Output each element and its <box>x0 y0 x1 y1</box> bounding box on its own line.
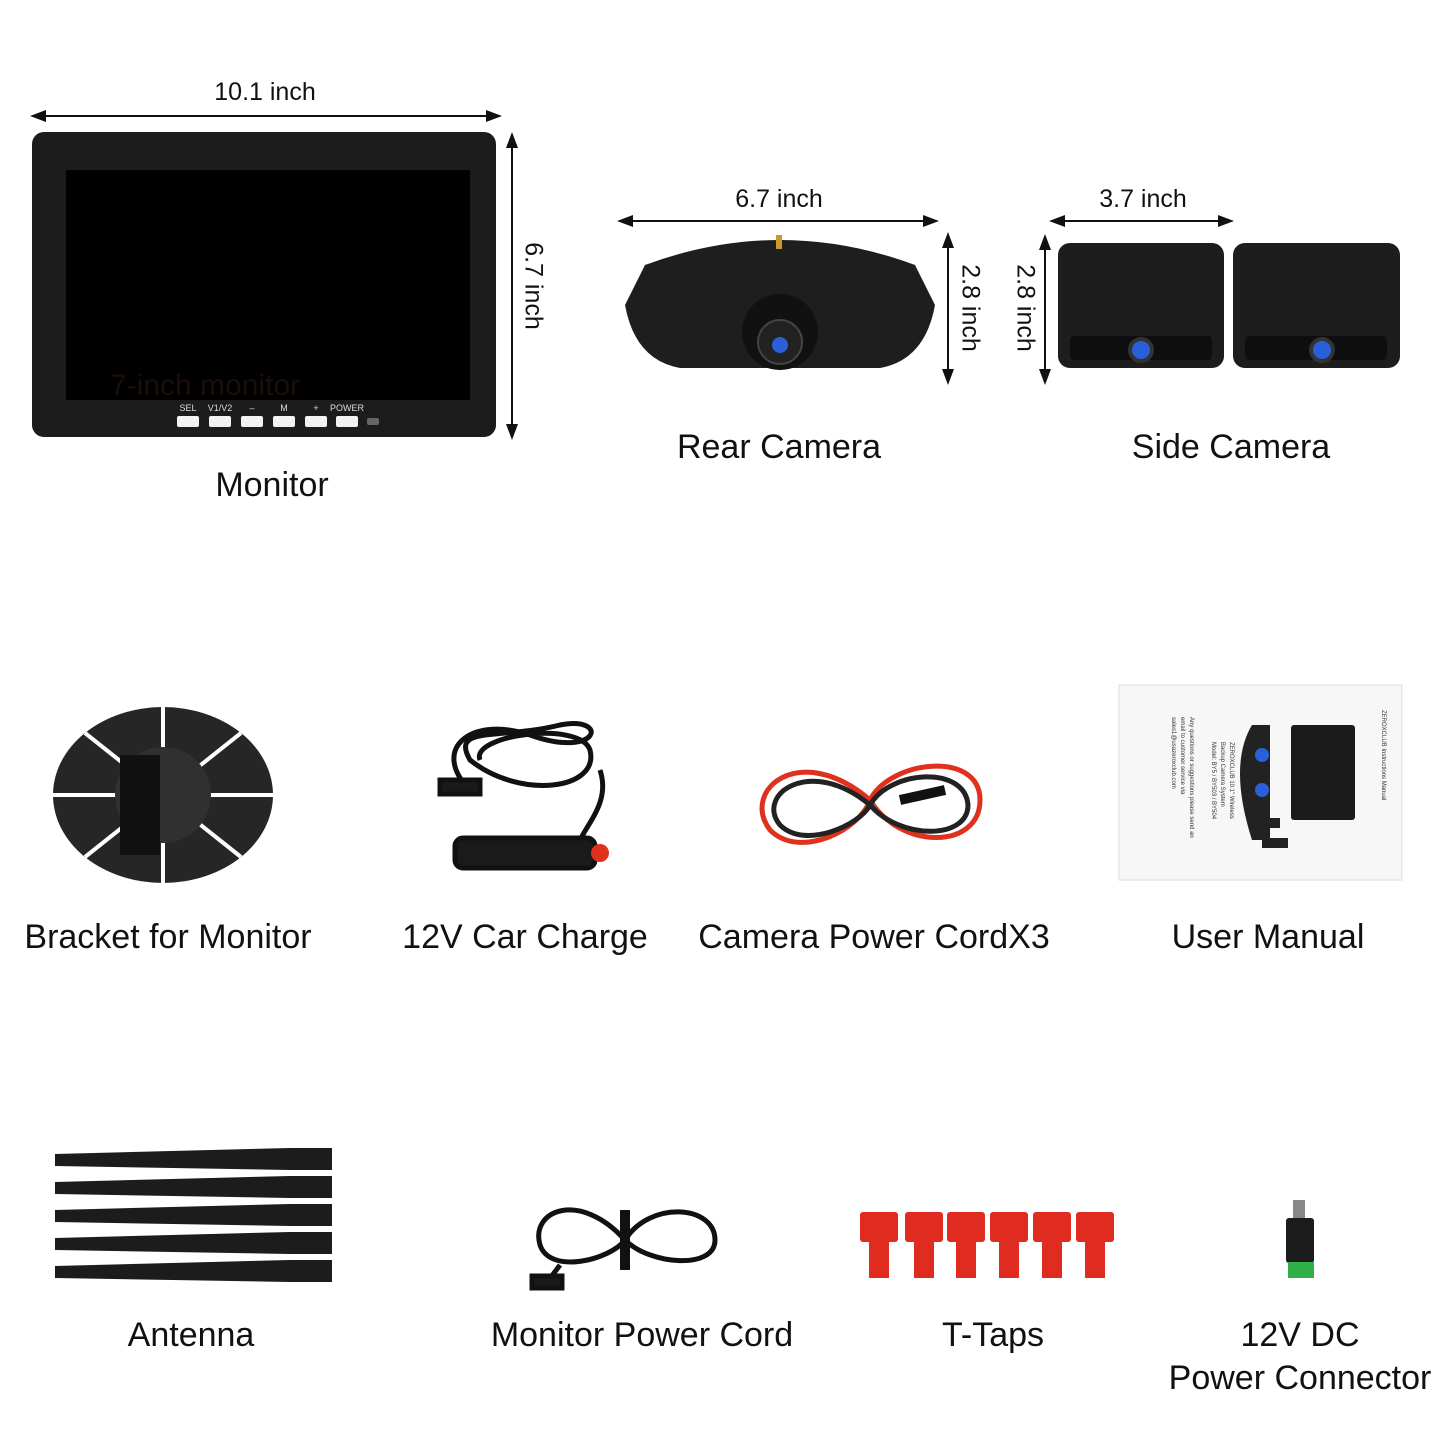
manual-header: ZEROXCLUB Instructions Manual <box>1380 710 1386 800</box>
side-camera-height-label: 2.8 inch <box>1011 264 1040 352</box>
t-taps-image <box>860 1212 1114 1278</box>
monitor-button-minus[interactable] <box>241 416 263 427</box>
side-camera-width-label: 3.7 inch <box>1099 185 1187 213</box>
monitor-power-cord-label: Monitor Power Cord <box>490 1316 794 1354</box>
antenna-label: Antenna <box>127 1316 255 1354</box>
bracket-image <box>53 707 273 883</box>
button-label: – <box>249 403 254 413</box>
button-label: V1/V2 <box>208 403 233 413</box>
monitor-label: Monitor <box>215 466 329 504</box>
side-camera-label: Side Camera <box>1131 428 1331 466</box>
monitor-button-m[interactable] <box>273 416 295 427</box>
monitor-width-label: 10.1 inch <box>214 78 316 106</box>
power-led <box>367 418 379 425</box>
rear-camera-label: Rear Camera <box>676 428 882 466</box>
camera-power-cord-label: Camera Power CordX3 <box>698 918 1050 956</box>
t-taps-label: T-Taps <box>941 1316 1045 1354</box>
side-camera-image <box>1058 243 1400 368</box>
manual-text: Backup Camera System <box>1219 742 1225 807</box>
antenna-image <box>55 1148 332 1282</box>
button-label: POWER <box>330 403 365 413</box>
dc-connector-image <box>1286 1200 1314 1278</box>
car-charger-image <box>437 721 609 871</box>
manual-text: Any questions or suggestions please send… <box>1188 717 1194 838</box>
manual-text: ZEROXCLUB 10.1" Wireless <box>1228 742 1234 819</box>
bracket-label: Bracket for Monitor <box>24 918 312 956</box>
manual-text: email to customer service via <box>1179 717 1185 795</box>
monitor-button-sel[interactable] <box>177 416 199 427</box>
monitor-button-plus[interactable] <box>305 416 327 427</box>
camera-power-cord-image <box>759 763 983 845</box>
dc-connector-label-line2: Power Connector <box>1168 1359 1432 1397</box>
monitor-height-label: 6.7 inch <box>519 242 548 330</box>
rear-camera-height-label: 2.8 inch <box>956 264 985 352</box>
monitor-button-power[interactable] <box>336 416 358 427</box>
button-label: + <box>313 403 318 413</box>
dc-connector-label: 12V DC <box>1240 1316 1360 1354</box>
user-manual-label: User Manual <box>1171 918 1365 956</box>
manual-text: Model: BY5 / BY503 / BY504 <box>1210 742 1216 820</box>
rear-camera-width-label: 6.7 inch <box>735 185 823 213</box>
monitor-button-v1v2[interactable] <box>209 416 231 427</box>
monitor-image: 7-inch monitor SEL V1/V2 – M + POWER <box>32 132 496 437</box>
monitor-power-cord-image <box>529 1207 718 1291</box>
screen-watermark: 7-inch monitor <box>110 369 300 402</box>
user-manual-image: ZEROXCLUB 10.1" Wireless Backup Camera S… <box>1118 684 1403 881</box>
rear-camera-image <box>625 235 935 370</box>
manual-text: sales1@usazeroxclub.com <box>1170 717 1176 789</box>
button-label: M <box>280 403 288 413</box>
car-charge-label: 12V Car Charge <box>402 918 648 956</box>
button-label: SEL <box>179 403 196 413</box>
